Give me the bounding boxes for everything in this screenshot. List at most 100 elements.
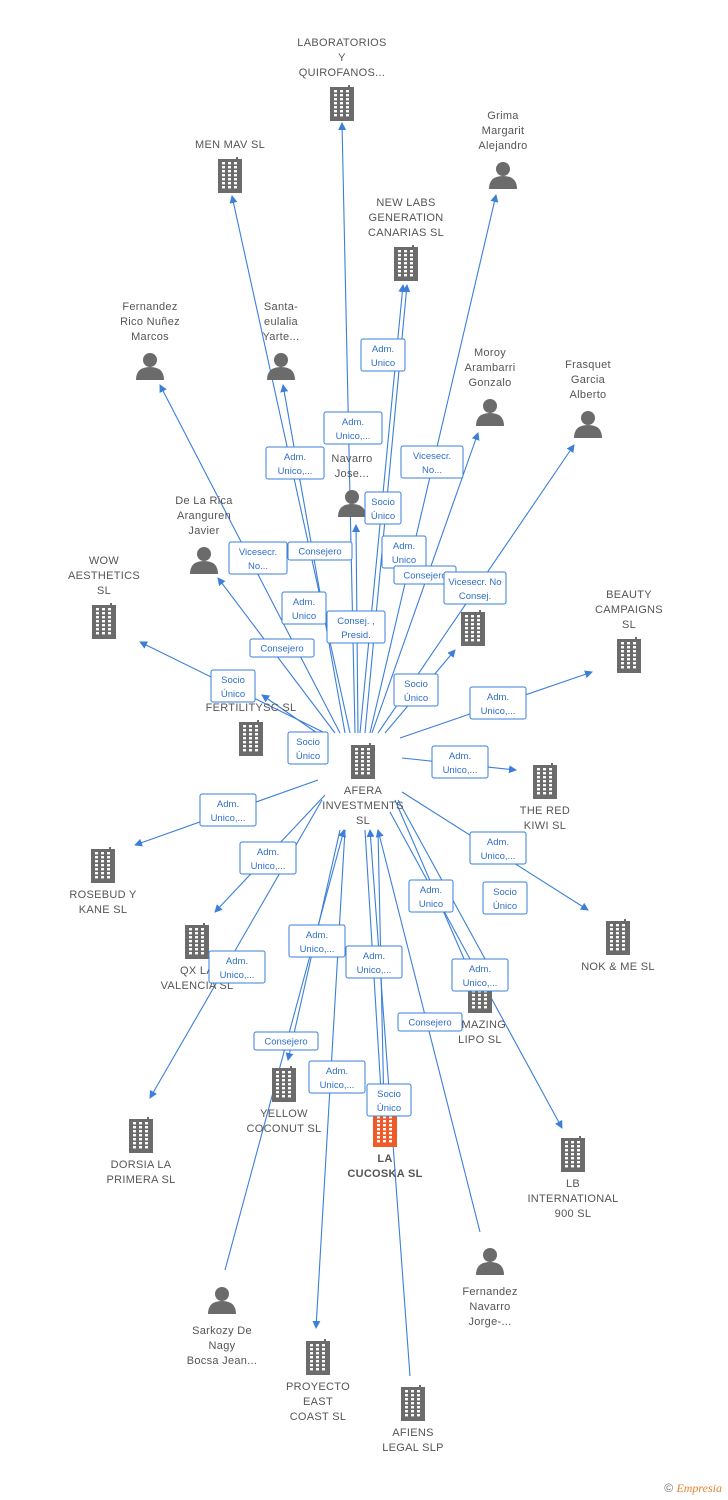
node-fernandeznavarro[interactable]: FernandezNavarroJorge-... [462,1248,517,1328]
edge-label-text: Unico,... [211,813,246,824]
edge-label[interactable]: Adm.Unico,... [265,446,325,480]
building-icon [394,245,418,281]
edge-label-text: No... [248,561,268,572]
edge-label[interactable]: Consejero [253,1031,319,1051]
copyright-symbol: © [664,1481,674,1495]
node-label: GENERATION [369,212,444,224]
edge-label[interactable]: Adm.Unico,... [239,841,297,875]
node-label: LABORATORIOS [297,37,386,49]
edge-label[interactable]: Adm.Unico,... [323,411,383,445]
node-laboratorios[interactable]: LABORATORIOSYQUIROFANOS... [297,37,386,121]
edge-label-text: Adm. [226,956,248,967]
person-icon [574,411,602,438]
edge-label[interactable]: Adm.Unico,... [288,924,346,958]
building-icon [330,85,354,121]
edge-label[interactable]: Consejero [287,541,353,561]
edge-label-box [228,541,288,575]
edge-label[interactable]: Consejero [397,1012,463,1032]
edge-label-text: Único [296,751,320,762]
edge-label-text: Unico,... [443,765,478,776]
edge-label[interactable]: Consej. ,Presid. [326,610,386,644]
brand-logo[interactable]: Empresia [676,1481,722,1495]
edge-label-box [323,411,383,445]
edge-label[interactable]: Consejero [393,565,457,585]
node-label: Alejandro [478,140,527,152]
node-label: Bocsa Jean... [187,1355,258,1367]
edge-label-box [208,950,266,984]
edge-label-box [326,610,386,644]
edge-label-text: Vicesecr. No [448,577,501,588]
edge-label[interactable]: Adm.Unico,... [199,793,257,827]
edge-label[interactable]: Adm.Unico,... [308,1060,366,1094]
edge-label[interactable]: Adm.Unico [408,879,454,913]
node-menmav[interactable]: MEN MAV SL [195,139,265,193]
node-label: AMAZING [454,1019,506,1031]
edge-label[interactable]: Adm.Unico [360,338,406,372]
edge-label[interactable]: Adm.Unico [281,591,327,625]
edge-label-text: Adm. [487,692,509,703]
edge-label[interactable]: Vicesecr.No... [400,445,464,479]
edge-label-text: No... [422,465,442,476]
edge-label-text: Consej. [459,591,491,602]
node-label: SL [356,815,370,827]
node-label: Sarkozy De [192,1325,252,1337]
edge-label-box [199,793,257,827]
edge-label-text: Adm. [363,951,385,962]
person-icon [489,162,517,189]
edge-label[interactable]: Adm.Unico [381,535,427,569]
node-label: Rico Nuñez [120,316,180,328]
building-icon [272,1066,296,1102]
edge-label[interactable]: Adm.Unico,... [431,745,489,779]
edge-label[interactable]: Vicesecr.No... [228,541,288,575]
edge-label[interactable]: Vicesecr. No Consej. [443,571,507,605]
node-label: AFERA [344,785,383,797]
edge-label-text: Socio [377,1089,401,1100]
edge-label[interactable]: Adm.Unico,... [208,950,266,984]
edge-label[interactable]: Adm.Unico,... [345,945,403,979]
edge-label[interactable]: Adm.Unico,... [469,686,527,720]
node-fertility[interactable]: FERTILITYSC SL [206,702,297,756]
node-label: INTERNATIONAL [527,1193,618,1205]
node-label: SL [97,585,111,597]
edge-label-text: Adm. [326,1066,348,1077]
node-label: Santa- [264,301,298,313]
edge-label-text: Adm. [372,344,394,355]
node-navarrojose[interactable]: NavarroJose... [331,453,372,517]
edge-label[interactable]: Adm.Unico,... [469,831,527,865]
edge-label[interactable]: Consejero [249,638,315,658]
node-santaeulalia[interactable]: Santa-eulaliaYarte... [262,301,299,380]
edge-label-text: Unico,... [251,861,286,872]
edge-label-box [287,541,353,561]
edge-label-text: Adm. [469,964,491,975]
node-nokme[interactable]: NOK & ME SL [581,919,655,973]
edge-label[interactable]: Adm.Unico,... [451,958,509,992]
node-label: YELLOW [260,1108,308,1120]
node-unnamed[interactable] [461,610,485,646]
building-icon [306,1339,330,1375]
